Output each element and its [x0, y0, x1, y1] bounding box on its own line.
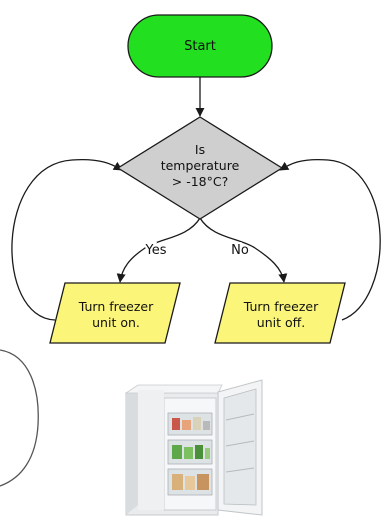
partial-circle-outline [0, 349, 39, 487]
connector-decision-to-no [199, 217, 288, 283]
start-shape [127, 14, 273, 78]
freezer-illustration [124, 379, 263, 516]
decision-node: Is temperature > -18°C? [116, 116, 284, 220]
start-node: Start [127, 14, 273, 78]
decision-line-3: > -18°C? [172, 174, 228, 189]
action-turn-off-line-2: unit off. [257, 315, 305, 330]
loop-back-left [11, 158, 123, 321]
start-label: Start [184, 39, 216, 54]
branch-label-no: No [231, 243, 249, 258]
action-turn-on-line-2: unit on. [92, 315, 140, 330]
action-turn-off-line-1: Turn freezer [243, 299, 319, 314]
action-turn-on: Turn freezer unit on. [49, 282, 181, 344]
decision-line-2: temperature [161, 158, 240, 173]
branch-label-yes: Yes [145, 243, 167, 258]
action-turn-off: Turn freezer unit off. [214, 282, 346, 344]
loop-back-right [279, 158, 381, 321]
action-turn-on-line-1: Turn freezer [78, 299, 154, 314]
decision-line-1: Is [195, 142, 205, 157]
action-turn-off-shape [214, 282, 346, 344]
action-turn-on-shape [49, 282, 181, 344]
connector-decision-to-yes [116, 217, 201, 283]
connectors [11, 77, 381, 321]
decision-shape [116, 116, 284, 220]
